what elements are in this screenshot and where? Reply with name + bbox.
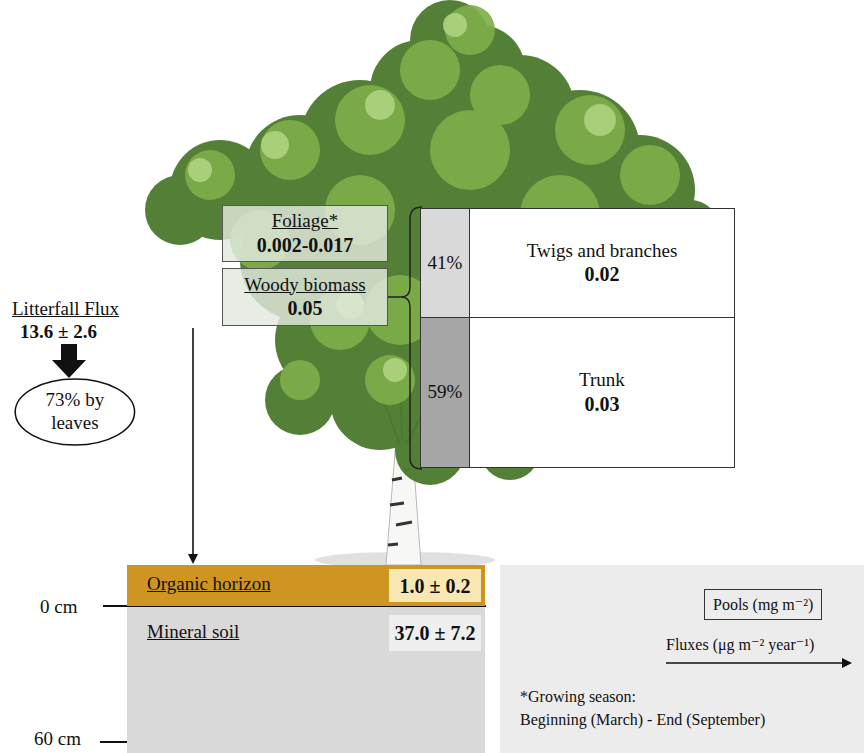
node-title: Twigs and branches (527, 240, 678, 263)
share-ellipse: 73% by leaves (14, 378, 136, 446)
percent-cell: 41% (420, 208, 470, 318)
depth-label: 0 cm (40, 596, 77, 619)
node-title: 37.0 ± 7.2 (395, 621, 476, 645)
node-value: 0.02 (585, 262, 620, 286)
node-title: 73% by leaves (33, 389, 117, 435)
node-value: 0.05 (288, 296, 323, 320)
pool-box: Foliage*0.002-0.017 (222, 205, 388, 262)
node-title: 1.0 ± 0.2 (400, 574, 471, 598)
node-value: 0.03 (585, 392, 620, 416)
percent-cell: 59% (420, 317, 470, 468)
flux-label: Litterfall Flux (12, 298, 119, 321)
node-title: Woody biomass (244, 274, 365, 297)
pool-value: 1.0 ± 0.2 (389, 569, 481, 602)
soil-layer: Mineral soil 37.0 ± 7.2 (127, 607, 485, 753)
pool-cell: Trunk0.03 (469, 317, 735, 468)
soil-layer: Organic horizon 1.0 ± 0.2 (127, 565, 485, 606)
legend-flux-text: Fluxes (μg m⁻² year⁻¹) (666, 635, 814, 654)
node-title: Organic horizon (147, 573, 271, 596)
pool-box: Woody biomass0.05 (222, 268, 388, 326)
node-title: Foliage* (272, 210, 339, 233)
depth-label: 60 cm (34, 728, 81, 751)
node-title: 59% (428, 381, 463, 404)
flux-value: 13.6 ± 2.6 (20, 321, 97, 344)
legend-panel: *Growing season: Beginning (March) - End … (500, 565, 864, 753)
node-title: 41% (428, 252, 463, 275)
footnote: Beginning (March) - End (September) (520, 710, 765, 729)
pool-value: 37.0 ± 7.2 (389, 615, 481, 651)
node-value: 0.002-0.017 (257, 233, 354, 257)
footnote: *Growing season: (520, 687, 636, 706)
node-title: Trunk (579, 369, 625, 392)
node-title: Mineral soil (147, 621, 239, 644)
legend-pool-box: Pools (mg m⁻²) (704, 589, 822, 620)
pool-cell: Twigs and branches0.02 (469, 208, 735, 318)
